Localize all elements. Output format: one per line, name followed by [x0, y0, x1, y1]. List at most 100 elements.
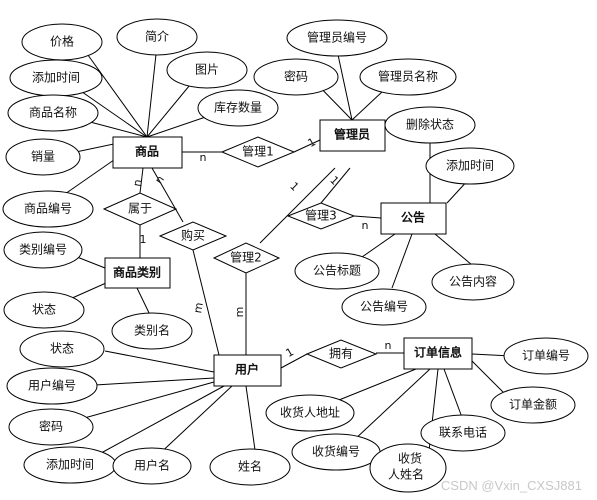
entity-category-label: 商品类别	[113, 265, 161, 280]
attr-notice-no-label: 公告编号	[360, 299, 408, 314]
attr-goods-image-label: 图片	[195, 63, 219, 77]
attr-cat-no-label: 类别编号	[19, 242, 67, 257]
card-admin-manage2: 1	[287, 180, 301, 194]
buy-diamond	[158, 221, 228, 251]
attr-notice-delstatus-label: 删除状态	[406, 117, 454, 132]
attr-order-amount-label: 订单金额	[509, 397, 557, 412]
rel-manage2-label: 管理2	[230, 250, 262, 265]
card-own-order: n	[385, 339, 392, 352]
attr-goods-sales-label: 销量	[31, 150, 55, 164]
attr-notice-title-label: 公告标题	[313, 264, 361, 278]
attr-user-status-label: 状态	[50, 342, 74, 356]
attr-notice-content	[431, 263, 515, 301]
attr-goods-name	[7, 94, 99, 132]
attr-user-username-label: 用户名	[134, 458, 170, 473]
attribute-ellipses	[2, 18, 589, 493]
attr-cat-no	[3, 231, 83, 269]
attr-goods-no	[2, 190, 94, 228]
attr-goods-no-label: 商品编号	[24, 201, 72, 216]
attr-cat-status-label: 状态	[32, 303, 56, 317]
attr-notice-addtime-label: 添加时间	[446, 159, 494, 173]
rel-own-label: 拥有	[329, 347, 353, 361]
attr-notice-content-label: 公告内容	[449, 274, 497, 289]
attr-order-amount	[490, 386, 576, 424]
user-box	[213, 354, 282, 387]
attr-admin-pwd-label: 密码	[284, 69, 308, 84]
attr-cat-name-label: 类别名	[134, 323, 170, 338]
belongs-diamond	[102, 192, 178, 226]
attr-notice-no	[341, 288, 427, 326]
attr-notice-delstatus	[384, 106, 476, 144]
attr-order-address-label: 收货人地址	[280, 405, 340, 420]
notice-box	[380, 202, 447, 235]
diagram-labels: 商品 管理员 公告 商品类别 用户 订单信息 管理1 属于 购买 管理2 管理3…	[19, 30, 570, 482]
attr-admin-no-label: 管理员编号	[307, 30, 367, 45]
card-manage3-notice: n	[362, 219, 369, 232]
goods-box	[112, 136, 183, 169]
entity-order-label: 订单信息	[414, 345, 462, 360]
attr-goods-price-label: 价格	[50, 34, 74, 49]
attr-order-address	[265, 394, 355, 432]
card-goods-buy: n	[152, 173, 167, 186]
attr-notice-title	[294, 252, 380, 290]
attr-goods-name-label: 商品名称	[29, 105, 77, 120]
attr-order-phone	[420, 414, 506, 452]
entity-notice-label: 公告	[401, 210, 425, 225]
attr-user-fullname	[209, 448, 291, 486]
attr-admin-name	[359, 58, 457, 96]
own-diamond	[305, 339, 378, 369]
attr-cat-name	[111, 312, 193, 350]
attr-order-receiver-label-1: 收货	[398, 451, 422, 466]
manage1-diamond	[220, 136, 296, 168]
entity-admin-label: 管理员	[334, 127, 370, 142]
attr-goods-sales	[5, 138, 81, 176]
card-belongs-category: 1	[140, 233, 147, 246]
relationship-diamonds	[102, 136, 378, 369]
card-manage1-admin: 1	[305, 135, 318, 150]
attr-user-username	[112, 447, 192, 485]
attr-user-status	[19, 330, 105, 368]
attr-order-receiver-label-2: 人姓名	[388, 467, 424, 482]
attr-user-pwd	[8, 408, 94, 446]
attr-order-no	[503, 337, 589, 375]
attr-admin-pwd	[253, 58, 339, 96]
attr-goods-intro	[116, 18, 198, 56]
attr-admin-no	[286, 19, 388, 57]
attr-goods-stock	[197, 89, 279, 127]
attr-order-receiver	[369, 443, 447, 493]
admin-box	[319, 119, 386, 152]
rel-buy-label: 购买	[181, 228, 205, 243]
attr-goods-image	[166, 51, 248, 89]
attr-user-pwd-label: 密码	[39, 419, 63, 434]
order-box	[403, 337, 473, 370]
attr-admin-name-label: 管理员名称	[378, 69, 438, 84]
rel-manage1-label: 管理1	[242, 144, 274, 159]
attr-user-addtime-label: 添加时间	[46, 458, 94, 472]
card-buy-user: m	[191, 302, 206, 315]
attr-goods-intro-label: 简介	[145, 30, 169, 44]
attr-cat-status	[3, 291, 85, 329]
card-goods-manage1: n	[200, 151, 207, 164]
card-manage2-user: m	[233, 307, 246, 318]
entity-boxes	[104, 119, 473, 387]
card-user-own: 1	[283, 345, 296, 360]
card-goods-belongs: n	[130, 178, 144, 187]
attr-user-no-label: 用户编号	[28, 378, 76, 393]
attr-goods-stock-label: 库存数量	[214, 100, 262, 115]
entity-user-label: 用户	[234, 362, 259, 377]
watermark: CSDN @Vxin_CXSJ881	[441, 478, 582, 493]
attr-order-phone-label: 联系电话	[439, 426, 487, 440]
category-box	[104, 257, 171, 289]
entity-goods-label: 商品	[135, 144, 159, 159]
manage2-diamond	[212, 242, 281, 274]
attr-user-fullname-label: 姓名	[238, 459, 262, 474]
manage3-diamond	[286, 202, 356, 230]
attr-goods-addtime-label: 添加时间	[32, 71, 80, 85]
rel-manage3-label: 管理3	[305, 208, 337, 223]
connector-lines	[51, 43, 513, 461]
rel-belongs-label: 属于	[128, 202, 152, 216]
attr-order-no-label: 订单编号	[522, 348, 570, 363]
attr-user-no	[6, 367, 98, 405]
attr-order-recvno-label: 收货编号	[312, 444, 360, 459]
